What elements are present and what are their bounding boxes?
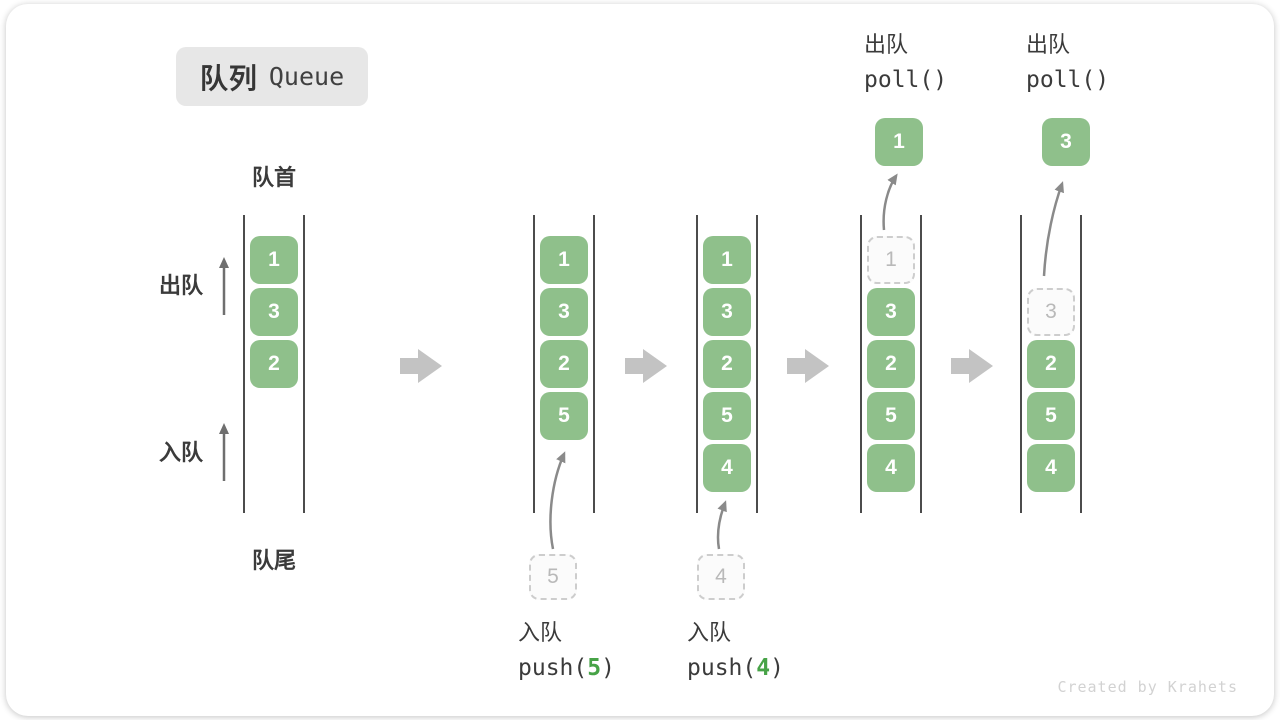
queue-item: 4 — [867, 444, 915, 492]
queue-item: 2 — [1027, 340, 1075, 388]
next-state-arrow-icon — [625, 349, 667, 383]
figure-card: 队列 Queue 队首 队尾 出队 入队 — [6, 4, 1274, 716]
operation-code-segment: ) — [770, 655, 784, 681]
queue-channel-line — [696, 215, 698, 513]
queue-item: 1 — [703, 236, 751, 284]
title-box: 队列 Queue — [176, 47, 368, 106]
queue-item: 3 — [703, 288, 751, 336]
operation-code-segment: push( — [687, 655, 757, 681]
queue-rear-label: 队尾 — [251, 548, 296, 573]
next-state-arrow-icon — [787, 349, 829, 383]
queue-item: 4 — [1027, 444, 1075, 492]
operation-label: 入队 push(4) — [687, 619, 784, 682]
operation-code-segment: push( — [518, 655, 588, 681]
dequeued-item-box: 1 — [875, 118, 923, 166]
queue-item: 5 — [867, 392, 915, 440]
queue-item: 2 — [867, 340, 915, 388]
operation-code: poll() — [1026, 66, 1109, 94]
dequeue-side-label: 出队 — [159, 273, 204, 298]
enqueue-arrow-icon — [549, 451, 566, 550]
dequeued-item-box: 3 — [1042, 118, 1090, 166]
dequeue-arrow-icon — [882, 173, 898, 231]
queue-item-removed: 1 — [867, 236, 915, 284]
queue-item: 1 — [250, 236, 298, 284]
operation-name: 出队 — [864, 32, 909, 57]
operation-code: push(5) — [518, 654, 615, 682]
operation-code-segment: 4 — [756, 655, 771, 681]
operation-code: poll() — [864, 66, 947, 94]
queue-channel-line — [593, 215, 595, 513]
operation-code-segment: ) — [601, 655, 615, 681]
queue-item: 1 — [540, 236, 588, 284]
enqueue-side-label: 入队 — [159, 440, 204, 465]
operation-label: 入队 push(5) — [518, 619, 615, 682]
operation-code: push(4) — [687, 654, 784, 682]
queue-item-removed: 3 — [1027, 288, 1075, 336]
arrows-overlay — [219, 173, 1064, 550]
operation-name: 入队 — [687, 620, 732, 645]
queue-channel-line — [756, 215, 758, 513]
watermark: Created by Krahets — [1057, 678, 1238, 696]
incoming-item-box: 4 — [697, 554, 745, 600]
queue-item: 2 — [703, 340, 751, 388]
queue-item: 3 — [867, 288, 915, 336]
next-state-arrow-icon — [400, 349, 442, 383]
queue-item: 2 — [540, 340, 588, 388]
title-label-zh: 队列 — [199, 62, 258, 94]
queue-item: 5 — [540, 392, 588, 440]
operation-label: 出队 poll() — [864, 31, 947, 94]
operation-name: 入队 — [518, 620, 563, 645]
queue-item: 4 — [703, 444, 751, 492]
enqueue-arrow-icon — [716, 500, 727, 550]
queue-channel-line — [1080, 215, 1082, 513]
operation-label: 出队 poll() — [1026, 31, 1109, 94]
incoming-item-box: 5 — [529, 554, 577, 600]
queue-item: 3 — [540, 288, 588, 336]
operation-code-segment: poll() — [864, 67, 948, 93]
queue-channel-line — [860, 215, 862, 513]
queue-channel-line — [243, 215, 245, 513]
queue-channel-line — [1020, 215, 1022, 513]
queue-item: 2 — [250, 340, 298, 388]
operation-code-segment: 5 — [587, 655, 602, 681]
queue-channel-line — [533, 215, 535, 513]
queue-item: 5 — [703, 392, 751, 440]
queue-front-label: 队首 — [251, 165, 296, 190]
queue-item: 3 — [250, 288, 298, 336]
queue-channel-line — [303, 215, 305, 513]
queue-item: 5 — [1027, 392, 1075, 440]
queue-channel-line — [920, 215, 922, 513]
dequeue-arrow-icon — [1042, 181, 1064, 277]
title-label-en: Queue — [268, 62, 345, 91]
operation-code-segment: poll() — [1026, 67, 1110, 93]
next-state-arrow-icon — [951, 349, 993, 383]
operation-name: 出队 — [1026, 32, 1071, 57]
